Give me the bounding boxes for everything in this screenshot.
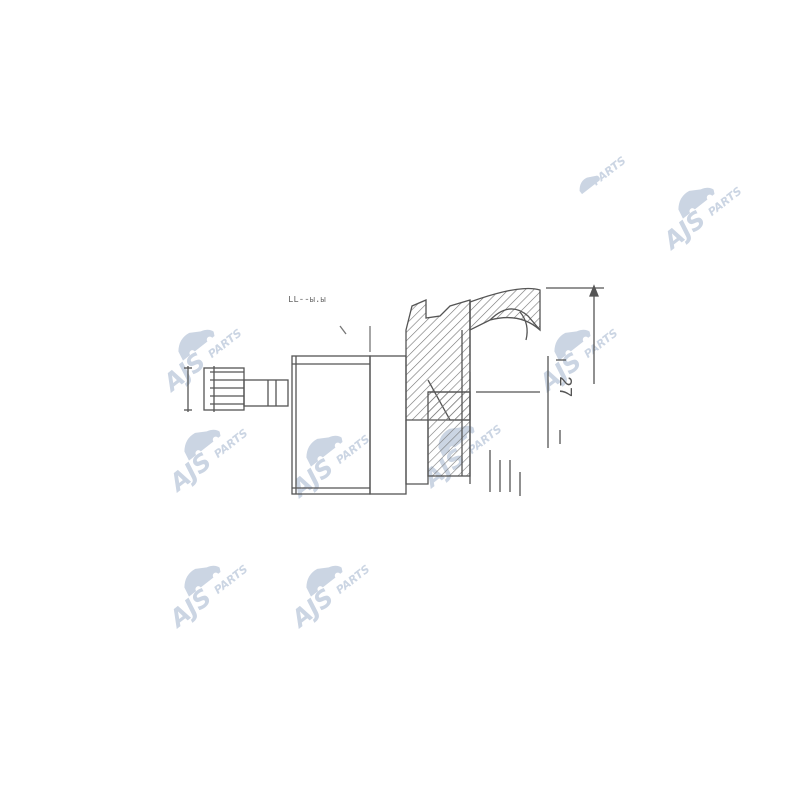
outer-cup bbox=[469, 287, 541, 496]
header-label: LL--ы.ы bbox=[288, 295, 326, 305]
watermark-logo: AJS PARTS bbox=[657, 178, 744, 256]
watermark-brand: AJS bbox=[657, 205, 711, 256]
watermark-logo: AJS PARTS bbox=[163, 420, 250, 498]
dimension-label: 27 bbox=[554, 376, 574, 398]
bell-housing bbox=[405, 299, 471, 485]
upper-marks bbox=[339, 325, 471, 372]
watermark-brand: AJS bbox=[163, 447, 217, 498]
watermark-brand: AJS bbox=[285, 453, 339, 504]
watermark-brand: AJS bbox=[285, 583, 339, 634]
dimension-line bbox=[546, 284, 604, 448]
watermark-logo: AJS PARTS bbox=[285, 556, 372, 634]
watermark-logo: AJS PARTS bbox=[285, 426, 372, 504]
watermark-logo: AJS PARTS bbox=[157, 320, 244, 398]
watermark-logo: PARTS bbox=[579, 154, 628, 195]
spline-tip bbox=[184, 366, 245, 412]
watermark-brand: AJS bbox=[163, 583, 217, 634]
thread-section bbox=[243, 379, 289, 407]
watermark-brand: AJS bbox=[157, 347, 211, 398]
shaft-body bbox=[291, 355, 407, 495]
watermark-logo: AJS PARTS bbox=[163, 556, 250, 634]
cv-joint-drawing bbox=[184, 284, 604, 496]
